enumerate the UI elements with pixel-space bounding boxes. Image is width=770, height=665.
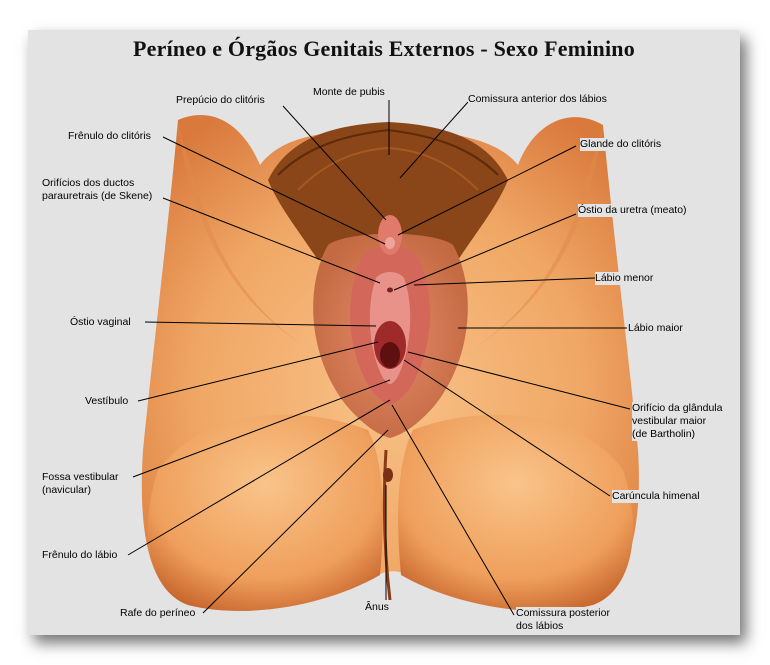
label-orificios-skene: Orifícios dos ductos parauretrais (de Sk…: [42, 177, 153, 203]
anatomy-illustration: [127, 100, 639, 616]
label-bartholin-line3: (de Bartholin): [632, 428, 696, 440]
label-prepucio-clitoris: Prepúcio do clitóris: [176, 94, 265, 107]
label-labio-maior: Lábio maior: [628, 322, 683, 335]
label-orificios-line2: parauretrais (de Skene): [42, 190, 153, 202]
label-comissura-post-line2: dos lábios: [516, 620, 564, 632]
label-rafe-perineo: Rafe do períneo: [120, 607, 196, 620]
label-vestibulo: Vestíbulo: [85, 395, 129, 408]
label-ostio-uretra: Óstio da uretra (meato): [578, 204, 687, 217]
label-caruncula-himenal: Carúncula himenal: [612, 490, 700, 503]
label-fossa-line1: Fossa vestibular: [42, 471, 119, 483]
label-comissura-posterior: Comissura posterior dos lábios: [516, 607, 610, 633]
anus: [383, 468, 393, 482]
label-monte-pubis: Monte de pubis: [313, 86, 385, 99]
label-comissura-anterior: Comissura anterior dos lábios: [468, 93, 607, 106]
gluteal-cleft: [382, 449, 392, 601]
clitoris: [378, 215, 402, 255]
label-bartholin-line2: vestibular maior: [632, 415, 707, 427]
label-comissura-post-line1: Comissura posterior: [516, 607, 610, 619]
label-bartholin: Orifício da glândula vestibular maior (d…: [632, 402, 723, 441]
left-buttock: [148, 414, 383, 611]
label-frenulo-clitoris: Frênulo do clitóris: [68, 130, 151, 143]
label-fossa-line2: (navicular): [42, 484, 92, 496]
urethral-opening: [387, 287, 393, 293]
diagram-title: Períneo e Órgãos Genitais Externos - Sex…: [133, 36, 635, 61]
leader-lines: [127, 100, 631, 616]
label-glande-clitoris: Glande do clitóris: [580, 138, 662, 151]
label-frenulo-labio: Frênulo do lábio: [42, 549, 118, 562]
label-orificios-line1: Orifícios dos ductos: [42, 177, 135, 189]
label-fossa-vestibular: Fossa vestibular (navicular): [42, 471, 119, 497]
label-anus: Ânus: [365, 601, 389, 614]
label-ostio-vaginal: Óstio vaginal: [70, 316, 131, 329]
label-labio-menor: Lábio menor: [595, 272, 654, 285]
label-bartholin-line1: Orifício da glândula: [632, 402, 723, 414]
diagram-frame: Períneo e Órgãos Genitais Externos - Sex…: [28, 30, 740, 635]
right-buttock: [398, 414, 633, 611]
